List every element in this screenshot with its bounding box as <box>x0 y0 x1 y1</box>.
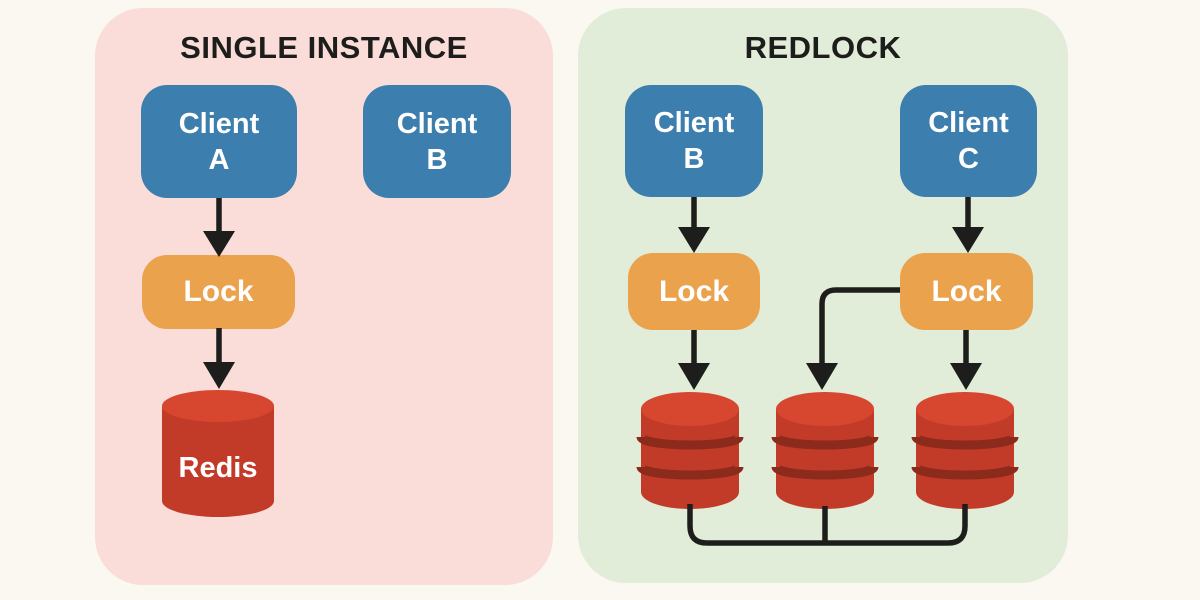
redis-label: Redis <box>178 452 258 484</box>
arrow-client-c-to-lock <box>952 197 984 253</box>
single-instance-title: SINGLE INSTANCE <box>180 30 468 65</box>
client-c-label-line1: Client <box>928 107 1009 139</box>
lock-single-node: Lock <box>142 255 295 329</box>
arrow-lock-b-to-redis-1 <box>678 330 710 390</box>
arrow-lock-c-to-redis-2 <box>806 287 900 390</box>
lock-c-node: Lock <box>900 253 1033 330</box>
client-c-label-line2: C <box>958 143 979 175</box>
redis-replica-2-icon <box>771 392 879 509</box>
client-a-label-line2: A <box>208 143 230 176</box>
client-c-node: Client C <box>900 85 1037 197</box>
redis-database-icon <box>162 390 274 517</box>
client-b-right-node: Client B <box>625 85 763 197</box>
lock-c-label: Lock <box>931 274 1002 308</box>
arrow-lock-c-to-redis-3 <box>950 330 982 390</box>
redlock-title: REDLOCK <box>744 30 902 65</box>
client-b-right-label-line2: B <box>683 143 705 175</box>
client-b-left-label-line2: B <box>426 143 448 176</box>
client-b-left-node: Client B <box>363 85 511 198</box>
redis-replica-1-icon <box>636 392 744 509</box>
lock-b-node: Lock <box>628 253 760 330</box>
redis-replica-3-icon <box>911 392 1019 509</box>
lock-b-label: Lock <box>658 274 730 308</box>
client-a-label-line1: Client <box>178 107 260 140</box>
replica-bus-connector <box>687 504 968 546</box>
arrow-lock-to-redis <box>203 328 235 389</box>
arrow-client-b-to-lock <box>678 197 710 253</box>
client-a-node: Client A <box>141 85 297 198</box>
arrow-client-a-to-lock <box>203 198 235 257</box>
lock-single-label: Lock <box>183 275 254 308</box>
client-b-right-label-line1: Client <box>653 107 735 139</box>
client-b-left-label-line1: Client <box>396 107 478 140</box>
